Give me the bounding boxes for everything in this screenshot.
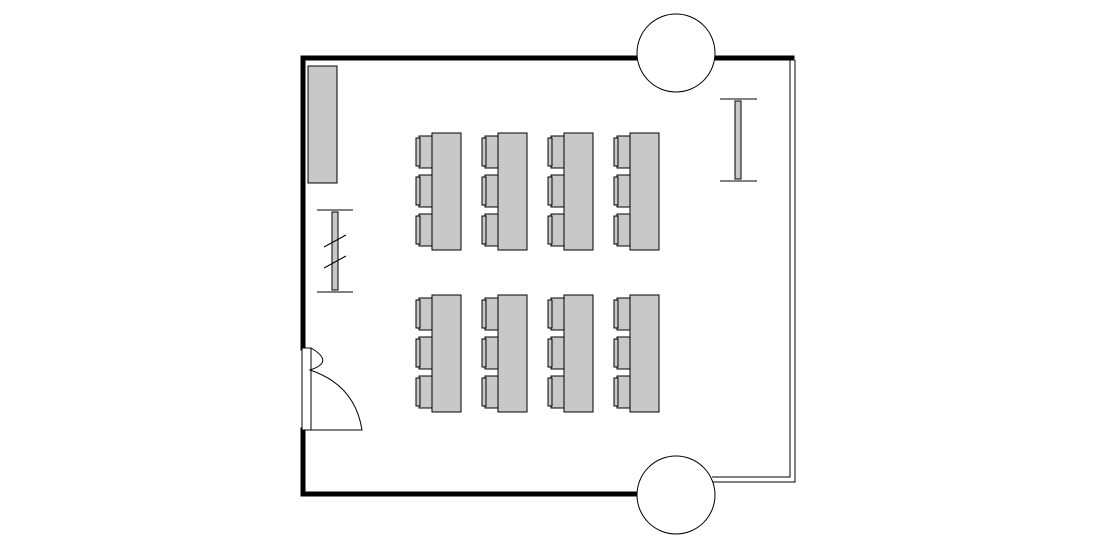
desk-unit	[481, 132, 528, 251]
chair	[481, 174, 500, 208]
chair	[547, 336, 566, 370]
chair	[481, 135, 500, 169]
desk-unit	[547, 132, 594, 251]
door-leaf	[301, 347, 312, 431]
desk	[431, 294, 462, 413]
desk-unit	[415, 132, 462, 251]
desk	[629, 294, 660, 413]
storage-cabinet	[307, 65, 338, 184]
desk-grid	[415, 132, 660, 413]
desk	[629, 132, 660, 251]
column-top	[636, 13, 716, 93]
desk	[497, 294, 528, 413]
chair	[613, 336, 632, 370]
whiteboard-right	[720, 98, 757, 182]
chair	[415, 135, 434, 169]
column-bottom	[636, 455, 716, 535]
chair	[481, 336, 500, 370]
whiteboard-slash-1	[323, 234, 347, 248]
chair	[481, 213, 500, 247]
desk	[563, 294, 594, 413]
chair	[481, 297, 500, 331]
desk-unit	[613, 132, 660, 251]
desk-unit	[415, 294, 462, 413]
window-right	[712, 60, 796, 483]
chair	[415, 174, 434, 208]
chair	[415, 375, 434, 409]
chair	[415, 336, 434, 370]
chair	[613, 174, 632, 208]
door-swing-arc	[303, 347, 363, 431]
whiteboard-slash-2	[323, 255, 347, 269]
room-walls	[300, 55, 795, 497]
chair	[547, 174, 566, 208]
whiteboard-left	[317, 209, 353, 293]
desk-unit	[481, 294, 528, 413]
chair	[547, 213, 566, 247]
chair	[547, 375, 566, 409]
desk	[431, 132, 462, 251]
chair	[613, 135, 632, 169]
desk-unit	[613, 294, 660, 413]
chair	[613, 213, 632, 247]
chair	[415, 213, 434, 247]
chair	[415, 297, 434, 331]
wall-top	[300, 55, 641, 351]
wall-bottom-left	[300, 427, 641, 497]
chair	[613, 297, 632, 331]
door[interactable]	[301, 347, 363, 431]
chair	[547, 135, 566, 169]
desk-unit	[547, 294, 594, 413]
desk	[497, 132, 528, 251]
chair	[547, 297, 566, 331]
desk	[563, 132, 594, 251]
chair	[481, 375, 500, 409]
chair	[613, 375, 632, 409]
